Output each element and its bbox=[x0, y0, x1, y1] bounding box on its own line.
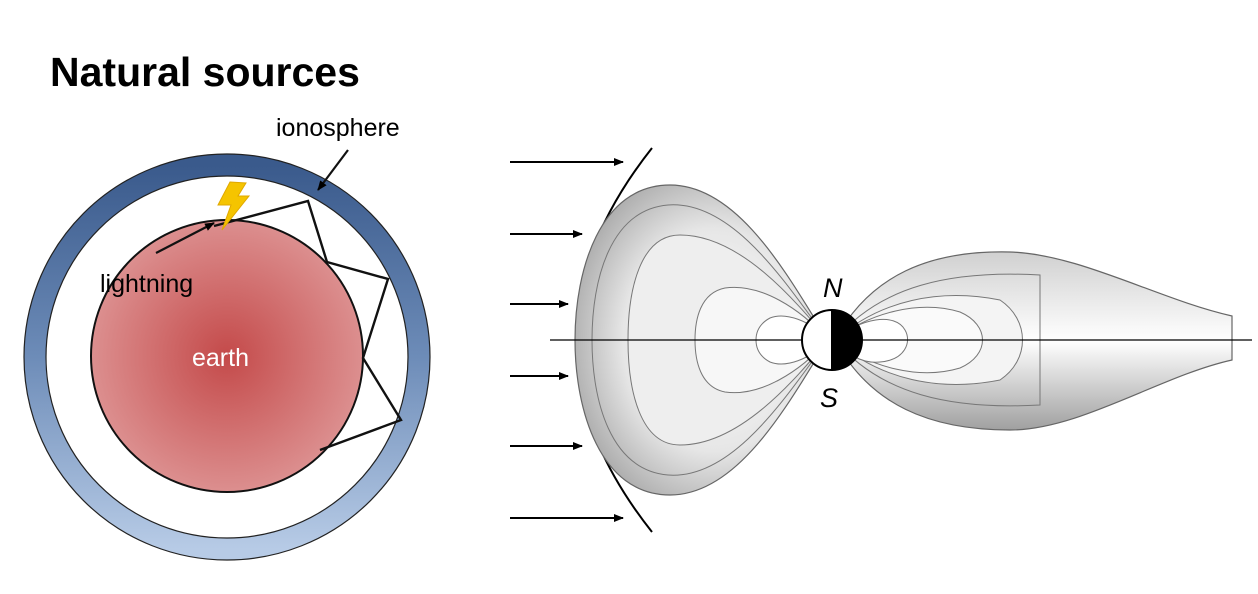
ionosphere-ring bbox=[24, 154, 430, 560]
page-title: Natural sources bbox=[50, 49, 360, 95]
earth-globe-icon bbox=[801, 309, 863, 371]
south-pole-label: S bbox=[820, 383, 838, 413]
north-pole-label: N bbox=[823, 273, 843, 303]
wave-path bbox=[213, 199, 403, 452]
lightning-label: lightning bbox=[100, 270, 193, 298]
lightning-bolt-icon bbox=[217, 181, 251, 231]
earth-label: earth bbox=[192, 344, 249, 372]
ionosphere-pointer-arrow bbox=[317, 149, 349, 191]
ionosphere-diagram: ionosphere lightning earth bbox=[23, 114, 431, 561]
solar-wind-arrows bbox=[510, 158, 624, 522]
lightning-pointer-arrow bbox=[155, 222, 215, 254]
ionosphere-ring-outline bbox=[23, 153, 431, 561]
ionosphere-ring-inner-outline bbox=[45, 175, 409, 539]
magnetosphere-diagram: N S bbox=[510, 147, 1252, 533]
ionosphere-label: ionosphere bbox=[276, 114, 400, 142]
